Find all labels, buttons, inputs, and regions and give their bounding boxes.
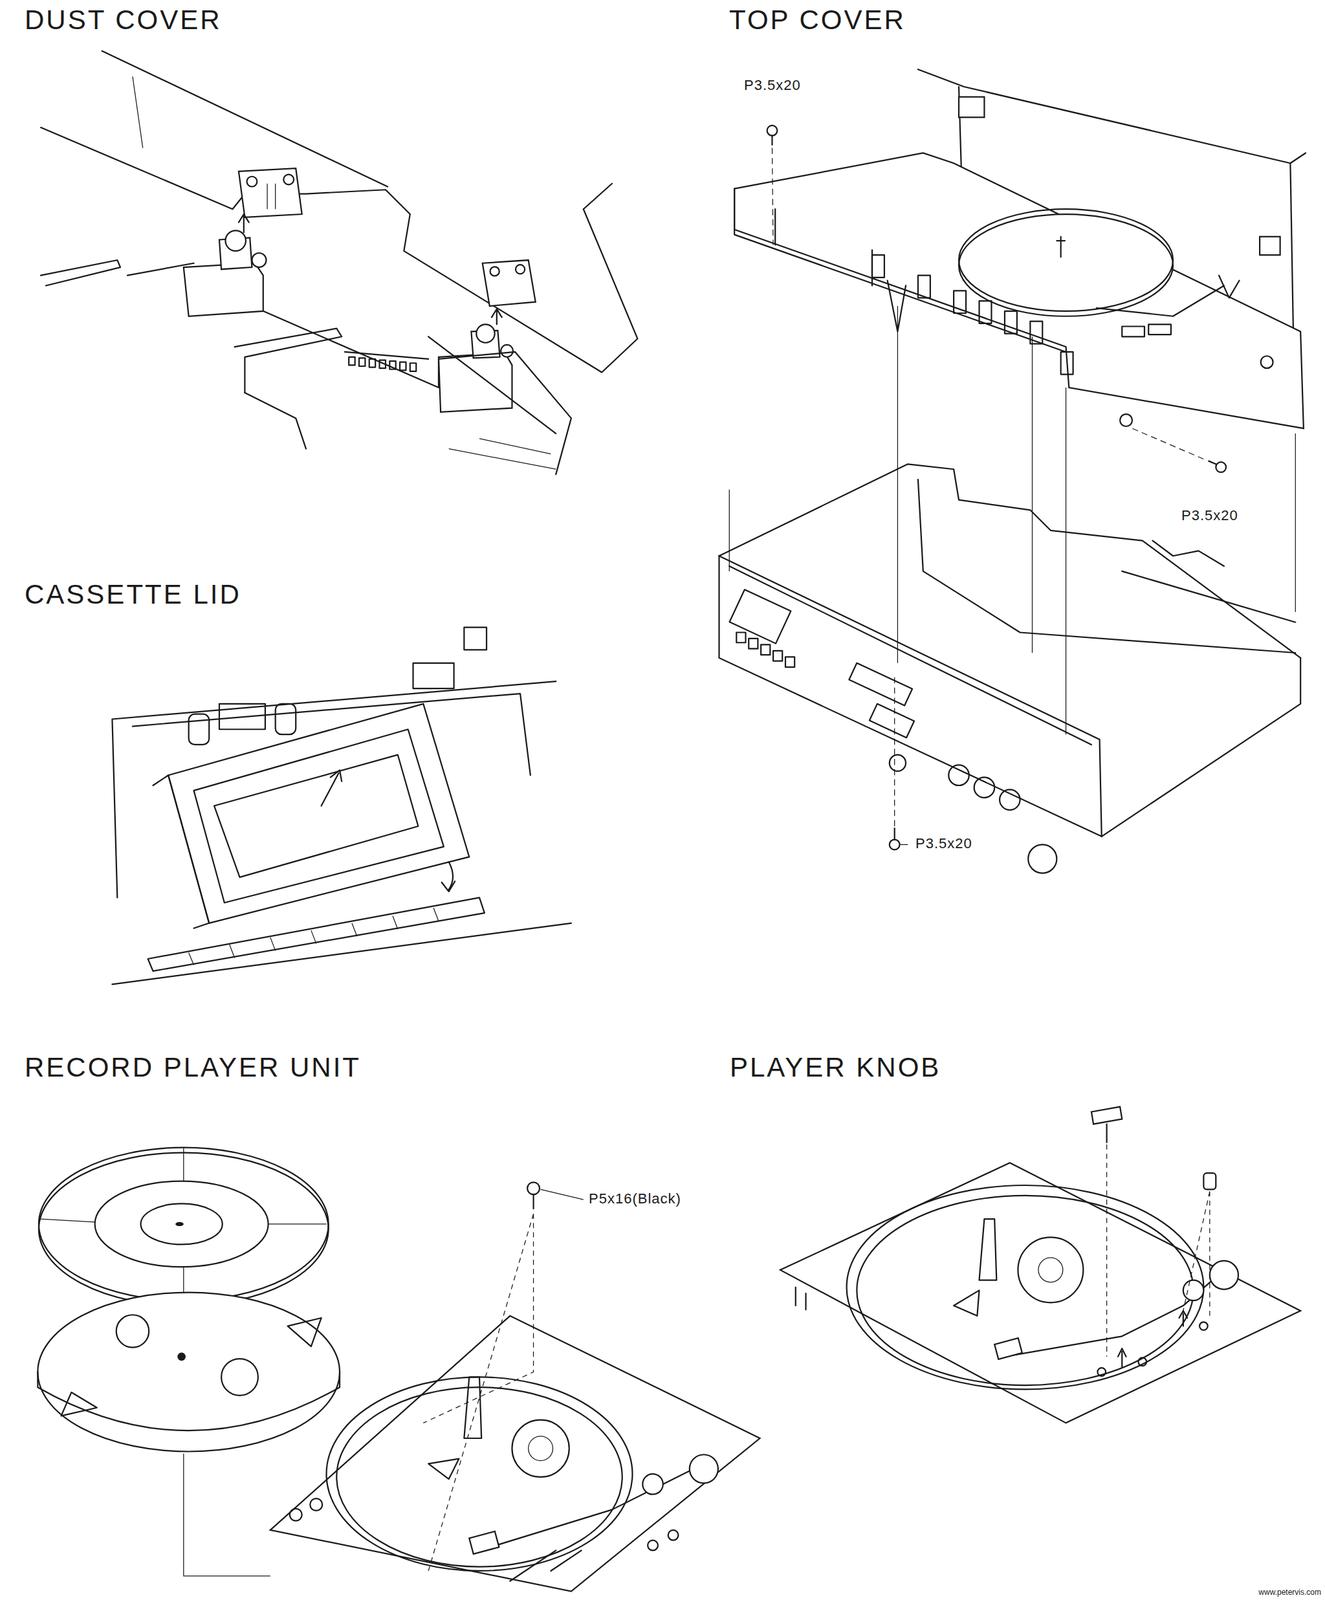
screw-spec: P3.5x20 <box>744 77 801 94</box>
section-heading: TOP COVER <box>729 5 906 35</box>
dust-cover-figure <box>40 51 638 475</box>
screw-spec: P3.5x20 <box>1181 507 1239 524</box>
section-heading: CASSETTE LID <box>24 579 242 610</box>
section-heading: PLAYER KNOB <box>729 1052 941 1083</box>
screw-spec: P5x16(Black) <box>588 1191 682 1207</box>
watermark: www.petervis.com <box>1258 1588 1322 1597</box>
cassette-lid-figure <box>111 627 571 985</box>
top-cover-figure <box>719 69 1307 873</box>
record-player-figure <box>37 1147 760 1592</box>
player-knob-figure <box>780 1106 1301 1424</box>
screw-spec: P3.5x20 <box>915 835 973 852</box>
section-heading: DUST COVER <box>24 5 222 35</box>
section-heading: RECORD PLAYER UNIT <box>24 1052 362 1083</box>
